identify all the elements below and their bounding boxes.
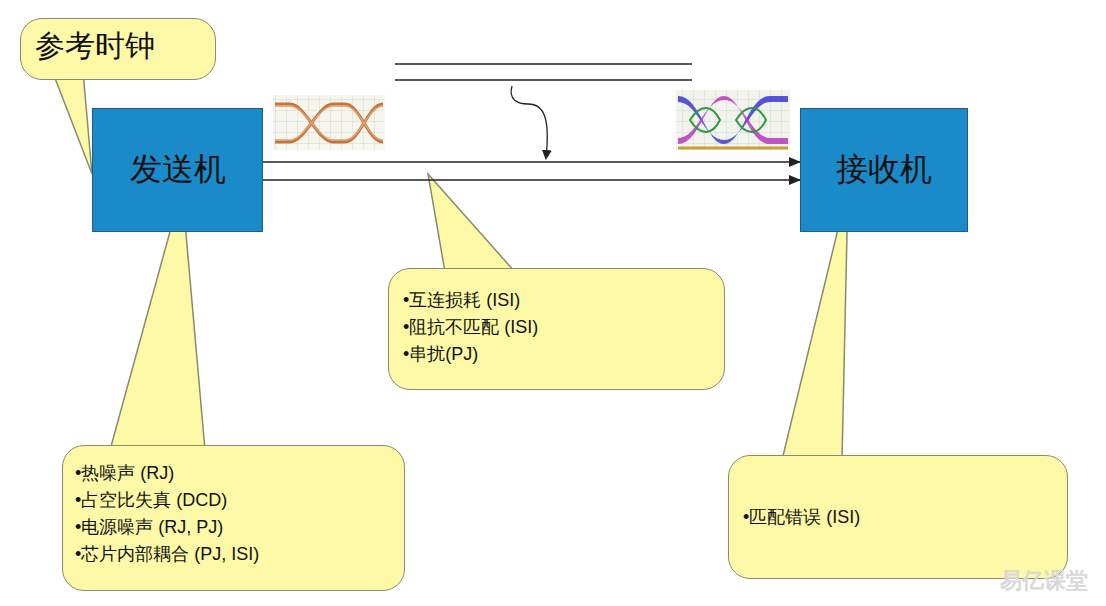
callout-item: •占空比失真 (DCD)	[75, 487, 392, 514]
callout-item: •芯片内部耦合 (PJ, ISI)	[75, 541, 392, 568]
callout-item: •匹配错误 (ISI)	[743, 504, 1053, 531]
callout-box: 参考时钟	[20, 18, 216, 80]
callout-item: •互连损耗 (ISI)	[403, 287, 710, 314]
crosstalk-arrow	[511, 86, 547, 158]
rx-eye-diagram	[676, 90, 790, 150]
aggressor-line	[395, 79, 692, 81]
callout-item: •串扰(PJ)	[403, 341, 710, 368]
callout-box: •匹配错误 (ISI)	[728, 455, 1068, 579]
callout-item: •阻抗不匹配 (ISI)	[403, 314, 710, 341]
receiver-box: 接收机	[800, 108, 968, 232]
transmitter-box: 发送机	[92, 108, 263, 232]
signal-line	[263, 161, 800, 163]
callout-title: 参考时钟	[35, 27, 201, 65]
box-label: 发送机	[130, 148, 226, 192]
tx-eye-diagram	[273, 95, 385, 150]
callout-item: •热噪声 (RJ)	[75, 460, 392, 487]
callout-item: •电源噪声 (RJ, PJ)	[75, 514, 392, 541]
box-label: 接收机	[836, 148, 932, 192]
watermark: 易亿课堂	[1000, 566, 1088, 596]
callout-box: •热噪声 (RJ)•占空比失真 (DCD)•电源噪声 (RJ, PJ)•芯片内部…	[62, 445, 405, 591]
aggressor-line	[395, 63, 692, 65]
callout-box: •互连损耗 (ISI)•阻抗不匹配 (ISI)•串扰(PJ)	[388, 268, 725, 390]
signal-line	[263, 179, 800, 181]
callout-tail	[428, 174, 515, 272]
